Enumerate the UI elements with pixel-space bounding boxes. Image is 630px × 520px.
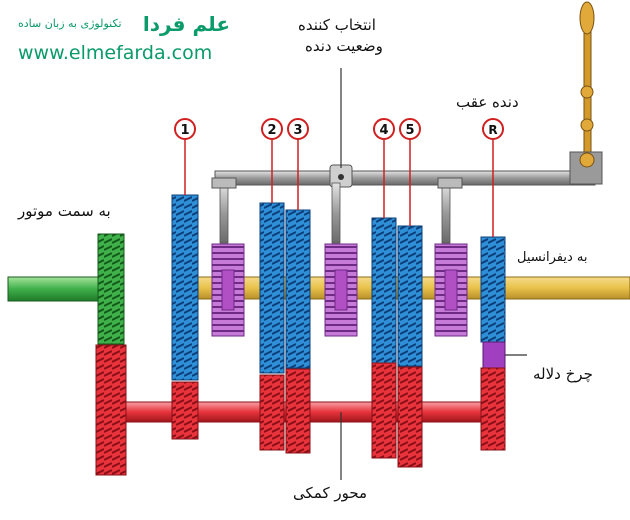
countershaft-label: محور کمکی: [293, 484, 368, 502]
from-engine-label: به سمت موتور: [18, 202, 111, 220]
gear-marker-1: 1: [174, 118, 196, 140]
selector-label-line1: انتخاب کننده: [298, 16, 376, 34]
marker-lines: [184, 139, 494, 237]
gear-4-output: [371, 217, 397, 364]
brand-block: علم فردا تکنولوژی به زبان ساده www.elmef…: [18, 12, 230, 72]
gear-marker-4: 4: [373, 118, 395, 140]
gear-4-counter: [371, 362, 397, 459]
gear-marker-r: R: [482, 118, 504, 140]
brand-tagline: تکنولوژی به زبان ساده: [18, 17, 122, 30]
synchro-ring-1-2: [211, 243, 245, 337]
synchro-ring-3-4: [324, 243, 358, 337]
reverse-shift-lever[interactable]: [569, 1, 603, 185]
brand-title: علم فردا: [142, 12, 230, 36]
gear-3-counter: [285, 368, 311, 454]
selector-label-line2: وضعیت دنده: [305, 37, 383, 55]
gear-3-output: [285, 209, 311, 369]
idler-gear: [482, 341, 506, 369]
svg-text:2: 2: [267, 123, 276, 138]
gear-marker-5: 5: [399, 118, 421, 140]
gear-1-output: [171, 194, 199, 381]
svg-text:3: 3: [293, 123, 302, 138]
idler-gear-label: چرخ دلاله: [533, 365, 593, 383]
gear-marker-3: 3: [287, 118, 309, 140]
brand-url[interactable]: www.elmefarda.com: [18, 42, 213, 64]
selector-rail: [211, 164, 596, 244]
input-shaft: [7, 276, 109, 302]
svg-text:4: 4: [379, 123, 388, 138]
to-differential-label: به دیفرانسیل: [517, 250, 588, 265]
synchro-ring-5-r: [434, 243, 468, 337]
svg-text:5: 5: [405, 123, 414, 138]
gear-2-output: [259, 202, 285, 374]
gear-marker-2: 2: [261, 118, 283, 140]
reverse-gear-label: دنده عقب: [456, 93, 519, 111]
gear-r-output: [480, 236, 506, 343]
gear-2-counter: [259, 374, 285, 451]
gear-5-output: [397, 225, 423, 367]
gear-r-counter: [480, 367, 506, 451]
gear-1-counter: [171, 381, 199, 440]
svg-text:1: 1: [180, 123, 189, 138]
svg-text:R: R: [488, 123, 497, 137]
input-gear: [95, 233, 127, 476]
gear-5-counter: [397, 366, 423, 468]
